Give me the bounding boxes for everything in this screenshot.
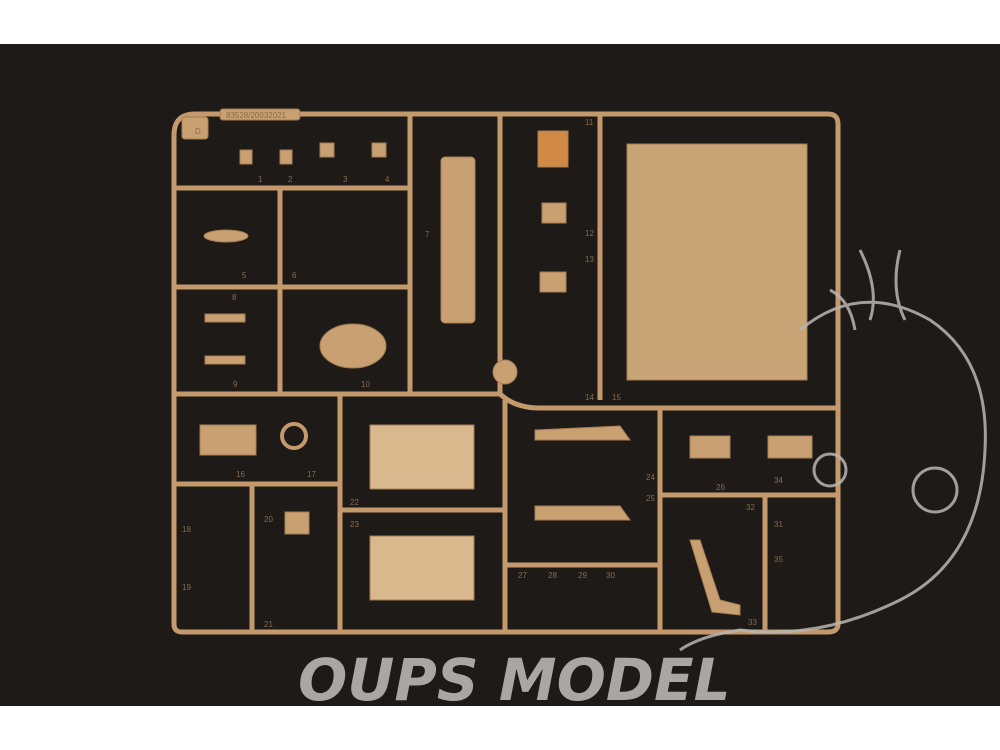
part-number-label: 11 [585,118,594,127]
part-number-label: 8 [232,293,237,302]
part-number-label: 28 [548,571,557,580]
sprue-frame [171,111,841,635]
part-number-label: 2 [288,175,293,184]
part-number-label: 25 [646,494,655,503]
part-number-label: 22 [350,498,359,507]
sprue-code: 83528/20032021 [226,111,287,120]
part-number-label: 31 [774,520,783,529]
part-number-label: 6 [292,271,297,280]
part-number-label: 12 [585,229,594,238]
part-number-label: 27 [518,571,527,580]
part-number-label: 32 [746,503,755,512]
part-number-label: 18 [182,525,191,534]
part-number-label: 21 [264,620,273,629]
part-number-label: 13 [585,255,594,264]
part-number-label: 19 [182,583,191,592]
part-number-label: 15 [612,393,621,402]
part-number-label: 30 [606,571,615,580]
part-number-label: 17 [307,470,316,479]
watermark-mascot [679,249,987,652]
part-number-label: 14 [585,393,594,402]
part-number-label: 20 [264,515,273,524]
part-number-label: 35 [774,555,783,564]
bottom-band [0,706,1000,750]
part-number-label: 1 [258,175,263,184]
part-number-label: 4 [385,175,390,184]
part-number-label: 7 [425,230,430,239]
part-number-label: 34 [774,476,783,485]
part-number-label: 33 [748,618,757,627]
sprue-parts [181,108,813,616]
part-number-label: 24 [646,473,655,482]
part-number-label: 29 [578,571,587,580]
part-number-label: 23 [350,520,359,529]
part-number-label: 26 [716,483,725,492]
part-number-label: 16 [236,470,245,479]
part-number-label: 3 [343,175,348,184]
watermark-text: OUPS MODEL [298,646,731,714]
part-number-label: 5 [242,271,247,280]
sprue-letter: D [195,127,201,136]
part-number-label: 10 [361,380,370,389]
part-number-label: 9 [233,380,238,389]
